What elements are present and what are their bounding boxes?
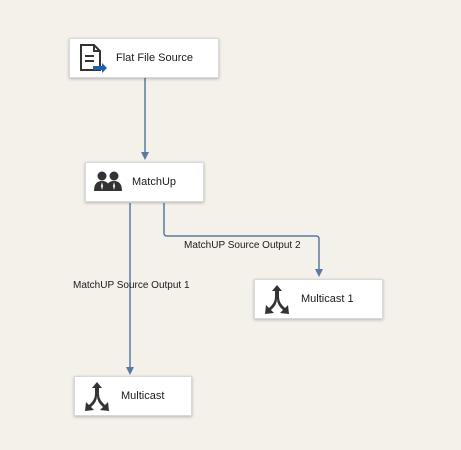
matchup-node[interactable]: MatchUp	[85, 162, 204, 202]
path-output-2[interactable]	[163, 203, 323, 277]
multicast-1-label: Multicast 1	[301, 293, 354, 305]
flat-file-source-icon	[74, 40, 110, 76]
path-label-output-2: MatchUP Source Output 2	[184, 240, 301, 251]
users-icon	[90, 164, 126, 200]
path-label-output-1: MatchUP Source Output 1	[73, 280, 190, 291]
multicast-1-node[interactable]: Multicast 1	[254, 279, 383, 319]
flat-file-source-node[interactable]: Flat File Source	[69, 38, 219, 78]
flat-file-source-label: Flat File Source	[116, 52, 194, 64]
multicast-icon	[79, 378, 115, 414]
multicast-icon	[259, 281, 295, 317]
matchup-label: MatchUp	[132, 176, 177, 188]
multicast-node[interactable]: Multicast	[74, 376, 192, 416]
multicast-label: Multicast	[121, 390, 165, 402]
